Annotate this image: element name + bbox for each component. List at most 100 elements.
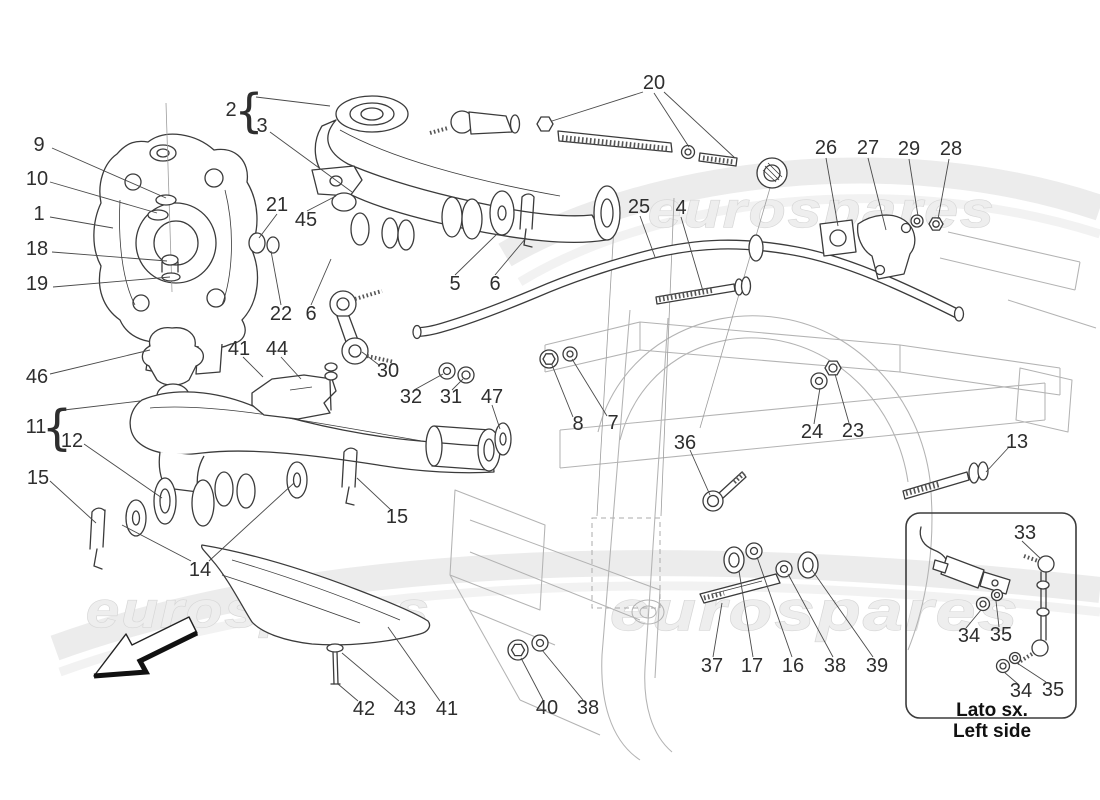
callout-41[interactable]: 41 [436, 698, 458, 720]
callout-leader-line [811, 569, 874, 658]
group-brace-0: { [234, 84, 263, 138]
bolt-4 [655, 276, 752, 305]
callout-38[interactable]: 38 [824, 655, 846, 677]
callout-6[interactable]: 6 [489, 273, 500, 295]
callout-leader-line [255, 96, 331, 107]
callout-leader-line [491, 404, 501, 430]
callout-23[interactable]: 23 [842, 420, 864, 442]
callout-35[interactable]: 35 [990, 624, 1012, 646]
callout-28[interactable]: 28 [940, 138, 962, 160]
callout-leader-line [280, 356, 302, 380]
callout-18[interactable]: 18 [26, 238, 48, 260]
callout-34[interactable]: 34 [1010, 680, 1032, 702]
callout-21[interactable]: 21 [266, 194, 288, 216]
callout-leader-line [571, 358, 608, 417]
callout-leader-line [341, 652, 400, 702]
callout-leader-line [1021, 540, 1042, 560]
bolt-36 [702, 471, 747, 512]
callout-6[interactable]: 6 [305, 303, 316, 325]
callout-leader-line [49, 480, 97, 524]
callout-leader-line [995, 600, 1000, 628]
callout-9[interactable]: 9 [33, 134, 44, 156]
callout-leader-line [813, 387, 821, 425]
callout-4[interactable]: 4 [675, 197, 686, 219]
callout-36[interactable]: 36 [674, 432, 696, 454]
callout-leader-line [520, 657, 544, 701]
small-fasteners [507, 346, 842, 661]
callout-leader-line [663, 91, 736, 159]
callout-leader-line [985, 446, 1010, 473]
callout-leader-line [551, 364, 574, 418]
callout-1[interactable]: 1 [33, 203, 44, 225]
callout-44[interactable]: 44 [266, 338, 288, 360]
callout-leader-line [541, 649, 584, 701]
callout-leader-line [689, 449, 711, 496]
inset-label-english: Left side [953, 721, 1031, 742]
callout-leader-line [121, 524, 192, 562]
callout-leader-line [49, 216, 114, 229]
tie-rod-drawing [429, 110, 788, 189]
callout-leader-line [49, 349, 151, 375]
callout-38[interactable]: 38 [577, 697, 599, 719]
callout-12[interactable]: 12 [61, 430, 83, 452]
callout-leader-line [825, 157, 839, 227]
callout-27[interactable]: 27 [857, 137, 879, 159]
callout-7[interactable]: 7 [607, 412, 618, 434]
callout-leader-line [756, 556, 793, 658]
callout-8[interactable]: 8 [572, 413, 583, 435]
callout-22[interactable]: 22 [270, 303, 292, 325]
callout-11[interactable]: 11 [26, 416, 47, 438]
callout-19[interactable]: 19 [26, 273, 48, 295]
leader-layer [49, 91, 1047, 702]
callout-33[interactable]: 33 [1014, 522, 1036, 544]
callout-leader-line [49, 181, 158, 214]
callout-2[interactable]: 2 [225, 99, 236, 121]
callout-leader-line [787, 573, 834, 658]
callout-39[interactable]: 39 [866, 655, 888, 677]
callout-14[interactable]: 14 [189, 559, 211, 581]
callout-46[interactable]: 46 [26, 366, 48, 388]
callout-leader-line [306, 195, 337, 212]
callout-5[interactable]: 5 [449, 273, 460, 295]
callout-leader-line [83, 443, 163, 499]
callout-leader-line [1016, 662, 1047, 683]
callout-25[interactable]: 25 [628, 196, 650, 218]
callout-37[interactable]: 37 [701, 655, 723, 677]
callout-leader-line [269, 131, 353, 193]
callout-40[interactable]: 40 [536, 697, 558, 719]
callout-45[interactable]: 45 [295, 209, 317, 231]
callout-20[interactable]: 20 [643, 72, 665, 94]
callout-3[interactable]: 3 [256, 115, 267, 137]
callout-leader-line [653, 92, 690, 148]
callout-47[interactable]: 47 [481, 386, 503, 408]
callout-41[interactable]: 41 [228, 338, 250, 360]
callout-26[interactable]: 26 [815, 137, 837, 159]
callout-43[interactable]: 43 [394, 698, 416, 720]
callout-leader-line [387, 626, 441, 702]
callout-31[interactable]: 31 [440, 386, 462, 408]
callout-13[interactable]: 13 [1006, 431, 1028, 453]
callout-15[interactable]: 15 [386, 506, 408, 528]
callout-35[interactable]: 35 [1042, 679, 1064, 701]
callout-32[interactable]: 32 [400, 386, 422, 408]
callout-24[interactable]: 24 [801, 421, 823, 443]
callout-34[interactable]: 34 [958, 625, 980, 647]
callout-10[interactable]: 10 [26, 168, 48, 190]
callout-leader-line [867, 157, 887, 231]
callout-15[interactable]: 15 [27, 467, 49, 489]
bolt-13 [902, 461, 989, 500]
callout-leader-line [834, 373, 850, 424]
callout-leader-line [337, 683, 359, 702]
brace-layer: {{ [42, 84, 264, 456]
callout-30[interactable]: 30 [377, 360, 399, 382]
lower-arm-drawing [89, 327, 512, 570]
callout-17[interactable]: 17 [741, 655, 763, 677]
callout-leader-line [242, 356, 264, 378]
callout-leader-line [738, 570, 754, 658]
callout-16[interactable]: 16 [782, 655, 804, 677]
callout-42[interactable]: 42 [353, 698, 375, 720]
subframe-background [449, 187, 1097, 761]
callout-29[interactable]: 29 [898, 138, 920, 160]
